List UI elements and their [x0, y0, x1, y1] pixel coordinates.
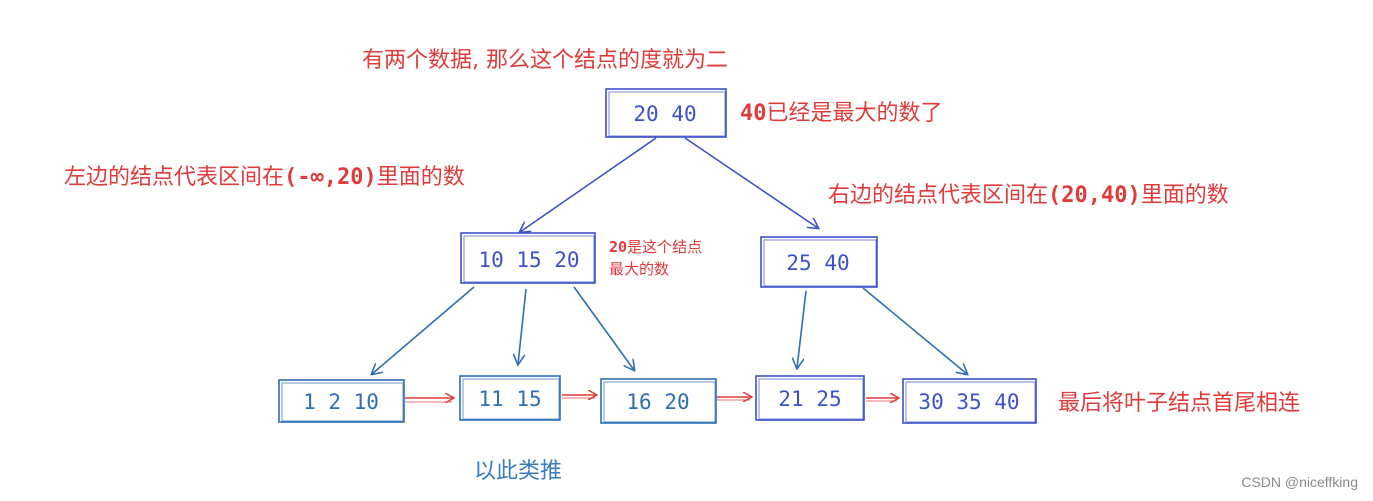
inner-left-max-note-text: 是这个结点	[627, 238, 702, 256]
root-node-keys: 20 40	[633, 102, 696, 126]
inner-right-node-keys: 25 40	[786, 251, 849, 275]
inner-right-node: 25 40	[760, 236, 878, 288]
inner-left-to-leaf-1-arrow	[372, 286, 475, 374]
leaf-link-note: 最后将叶子结点首尾相连	[1058, 391, 1300, 416]
inner-left-max-note-line2: 最大的数	[609, 260, 669, 278]
root-to-inner-right-arrow	[684, 137, 818, 228]
watermark: CSDN @niceffking	[1241, 474, 1358, 490]
left-range-interval: (-∞,20)	[284, 165, 377, 190]
root-max-note: 40已经是最大的数了	[740, 101, 943, 126]
root-max-note-text: 已经是最大的数了	[767, 101, 943, 126]
leaf-node-1-keys: 1 2 10	[303, 390, 379, 414]
left-range-note-prefix: 左边的结点代表区间在	[64, 165, 284, 190]
right-range-note: 右边的结点代表区间在(20,40)里面的数	[828, 183, 1229, 208]
inner-left-to-leaf-3-arrow	[573, 286, 634, 370]
leaf-node-5: 30 35 40	[902, 378, 1037, 424]
right-range-note-suffix: 里面的数	[1141, 183, 1229, 208]
leaf-node-3-keys: 16 20	[626, 390, 689, 414]
right-range-note-prefix: 右边的结点代表区间在	[828, 183, 1048, 208]
leaf-node-4: 21 25	[755, 375, 865, 421]
leaf-node-5-keys: 30 35 40	[918, 390, 1019, 414]
inner-left-max-note-number: 20	[609, 238, 627, 256]
inner-left-node: 10 15 20	[460, 232, 596, 284]
left-range-note: 左边的结点代表区间在(-∞,20)里面的数	[64, 165, 465, 190]
inner-left-node-keys: 10 15 20	[478, 248, 579, 272]
right-range-interval: (20,40)	[1048, 183, 1141, 208]
root-degree-note: 有两个数据, 那么这个结点的度就为二	[362, 48, 728, 73]
leaf-node-2: 11 15	[459, 375, 561, 421]
leaf-node-3: 16 20	[600, 378, 717, 424]
left-range-note-suffix: 里面的数	[377, 165, 465, 190]
leaf-node-1: 1 2 10	[278, 379, 405, 423]
inner-left-max-note: 20是这个结点	[609, 238, 702, 256]
etc-note: 以此类推	[474, 459, 562, 484]
inner-right-to-leaf-4-arrow	[797, 290, 807, 368]
inner-right-to-leaf-5-arrow	[862, 287, 967, 374]
root-to-inner-left-arrow	[520, 137, 657, 232]
leaf-node-2-keys: 11 15	[478, 387, 541, 411]
root-node: 20 40	[605, 88, 727, 138]
inner-left-to-leaf-2-arrow	[518, 288, 527, 364]
leaf-node-4-keys: 21 25	[778, 387, 841, 411]
root-max-note-number: 40	[740, 101, 767, 126]
